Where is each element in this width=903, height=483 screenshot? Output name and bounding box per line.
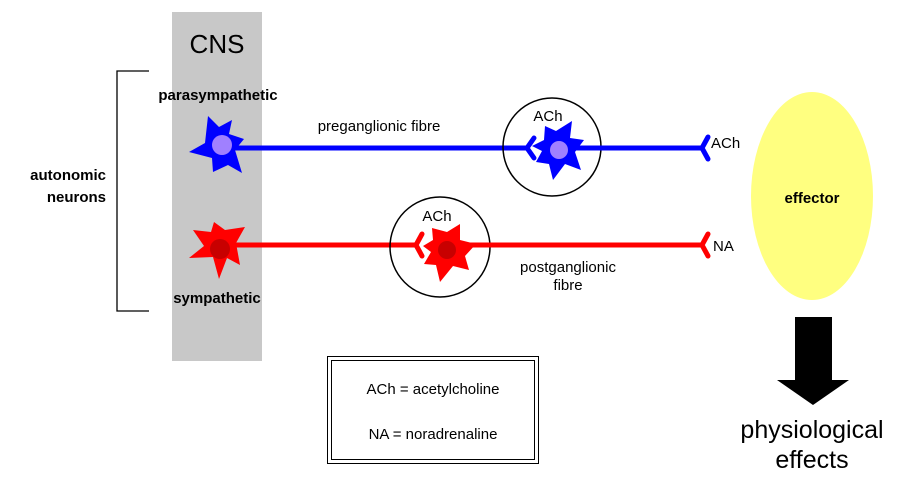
sympathetic-preganglionic-terminal <box>402 231 425 259</box>
parasympathetic-terminal-transmitter: ACh <box>711 135 740 152</box>
legend-na: NA = noradrenaline <box>368 426 498 443</box>
effects-label: effects <box>775 446 848 474</box>
neurons-label: neurons <box>47 189 106 206</box>
sympathetic-pathway: ACh NA postganglionic fibre <box>189 196 734 298</box>
legend-ach: ACh = acetylcholine <box>366 381 500 398</box>
parasympathetic-effector-terminal <box>687 134 711 162</box>
sympathetic-ganglion-transmitter: ACh <box>422 208 451 225</box>
cns-label: CNS <box>190 29 245 59</box>
down-arrow-icon <box>777 317 849 405</box>
postganglionic-label-line2: fibre <box>553 277 582 294</box>
sympathetic-label: sympathetic <box>173 290 261 307</box>
sympathetic-cns-nucleus <box>210 239 230 259</box>
cns-region <box>172 12 262 361</box>
parasympathetic-cns-nucleus <box>212 135 232 155</box>
autonomic-neurons-bracket <box>116 70 149 312</box>
parasympathetic-pathway: ACh ACh preganglionic fibre <box>189 97 740 197</box>
parasympathetic-ganglion-nucleus <box>550 141 568 159</box>
parasympathetic-preganglionic-terminal <box>511 135 537 161</box>
effector <box>751 92 873 300</box>
effector-label: effector <box>784 190 839 207</box>
sympathetic-ganglion-nucleus <box>438 241 456 259</box>
sympathetic-effector-terminal <box>689 231 711 259</box>
parasympathetic-ganglion-transmitter: ACh <box>533 108 562 125</box>
legend-box: ACh = acetylcholine NA = noradrenaline <box>327 356 539 464</box>
preganglionic-fibre-label: preganglionic fibre <box>318 118 441 135</box>
autonomic-label: autonomic <box>30 167 106 184</box>
parasympathetic-label: parasympathetic <box>158 87 277 104</box>
sympathetic-terminal-transmitter: NA <box>713 238 734 255</box>
postganglionic-label-line1: postganglionic <box>520 259 616 276</box>
legend-inner-border <box>331 360 535 460</box>
physiological-label: physiological <box>740 416 883 444</box>
